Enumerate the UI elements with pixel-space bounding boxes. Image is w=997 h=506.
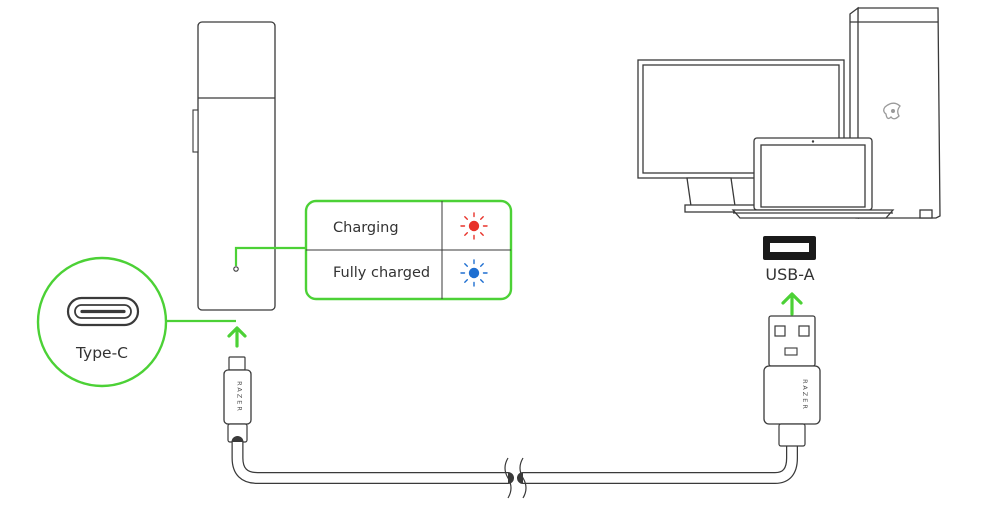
razer-logo-icon <box>883 102 901 120</box>
device-led-indicator <box>233 266 239 272</box>
cable-typec-connector: RAZER <box>223 356 252 443</box>
usb-c-port-icon <box>66 296 140 327</box>
typec-label: Type-C <box>75 344 128 362</box>
status-label-charging: Charging <box>333 220 399 236</box>
status-panel: Charging Fully charged <box>304 199 513 301</box>
typec-callout: Type-C <box>36 256 168 388</box>
usba-label: USB-A <box>765 265 814 284</box>
device-side-button <box>192 109 199 153</box>
led-red-icon <box>460 212 488 240</box>
usb-a-port-icon <box>763 236 816 260</box>
laptop <box>731 137 895 219</box>
usb-cable: RAZER RAZER <box>223 315 821 499</box>
cable-usba-connector: RAZER <box>763 315 821 447</box>
arrow-up-icon-host <box>781 292 803 316</box>
device <box>192 21 276 311</box>
host-computers <box>637 6 941 220</box>
led-callout-line <box>234 246 306 266</box>
status-label-fully-charged: Fully charged <box>333 265 430 281</box>
cable-brand-right: RAZER <box>801 379 809 411</box>
arrow-up-icon-device <box>227 326 247 348</box>
cable-break-icon <box>504 457 527 499</box>
led-blue-icon <box>460 259 488 287</box>
cable-brand-left: RAZER <box>236 381 244 413</box>
